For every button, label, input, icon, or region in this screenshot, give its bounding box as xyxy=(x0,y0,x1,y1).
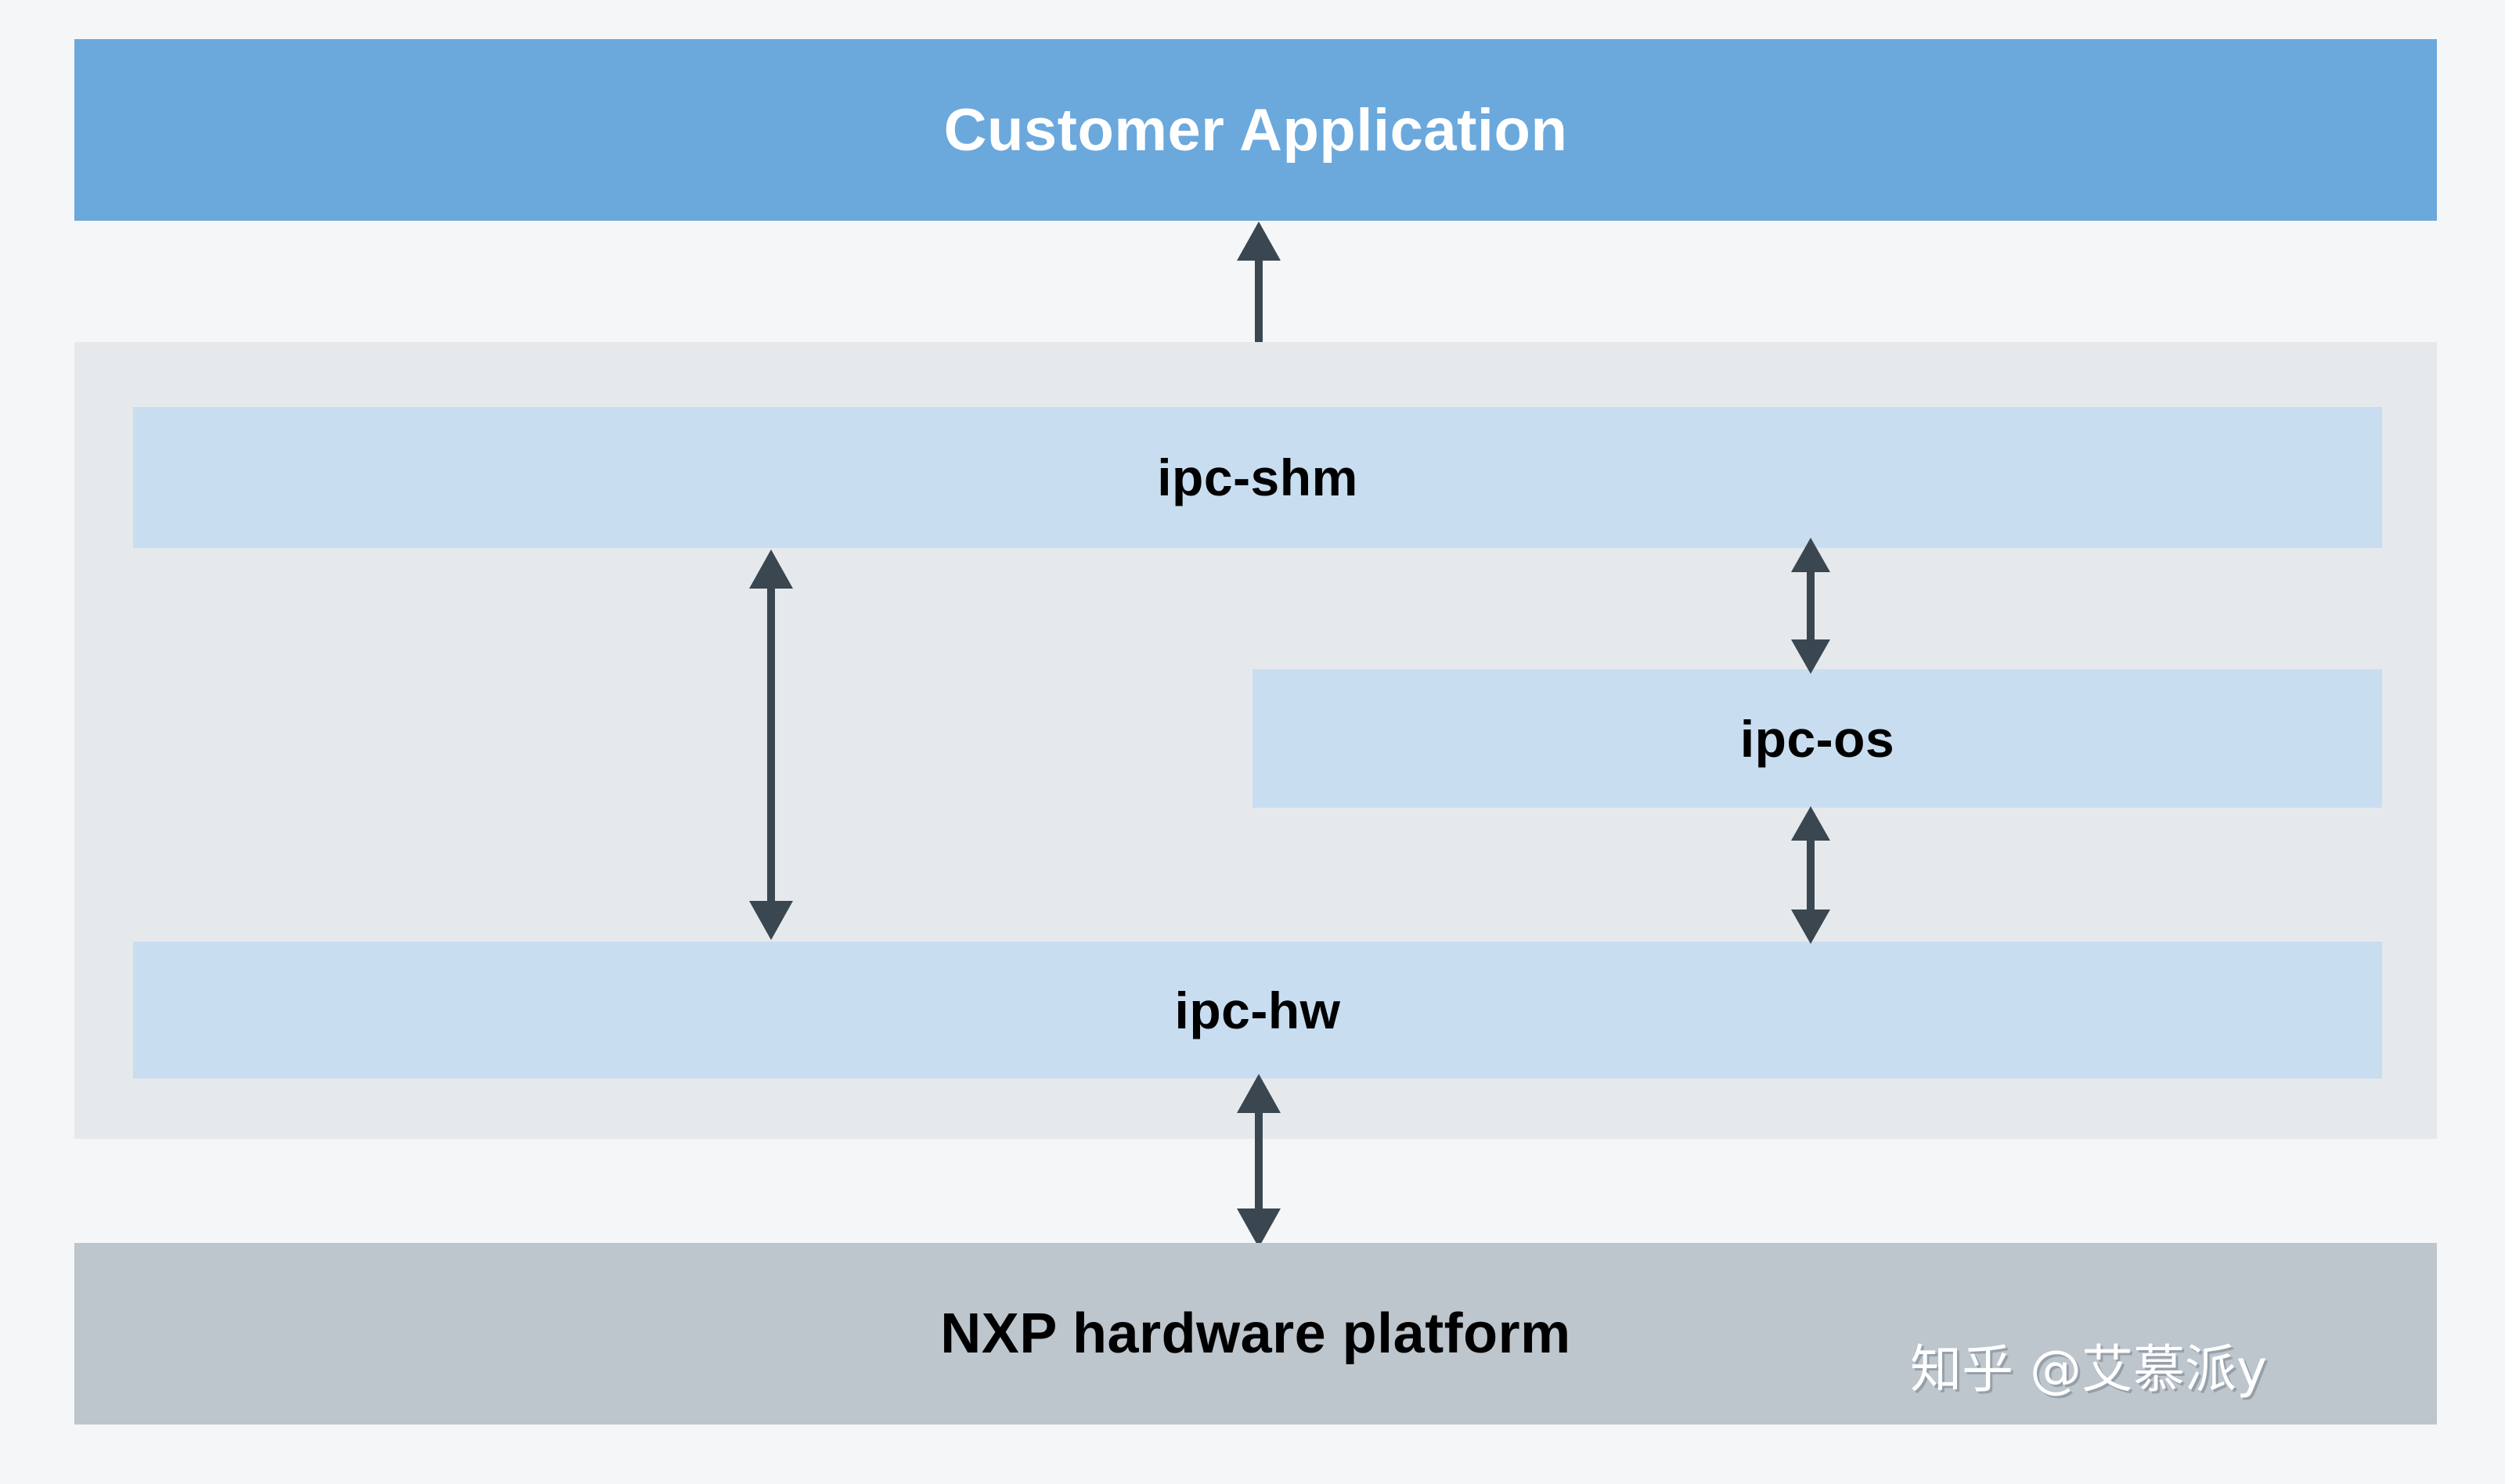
layer-nxp-hardware-platform-label: NXP hardware platform xyxy=(940,1302,1571,1365)
layer-ipc-os-label: ipc-os xyxy=(1739,709,1895,768)
layer-ipc-os: ipc-os xyxy=(1252,669,2382,808)
layer-ipc-middle-panel: ipc-shm ipc-os ipc-hw xyxy=(74,342,2437,1139)
connector-ipc-shm-to-ipc-os xyxy=(1775,536,1846,675)
layer-ipc-shm-label: ipc-shm xyxy=(1157,448,1358,506)
layer-ipc-shm: ipc-shm xyxy=(133,407,2382,548)
layer-nxp-hardware-platform: NXP hardware platform xyxy=(74,1243,2437,1425)
connector-ipc-shm-to-ipc-hw xyxy=(732,548,810,942)
layer-customer-application-label: Customer Application xyxy=(943,96,1568,164)
layer-customer-application: Customer Application xyxy=(74,39,2437,221)
connector-ipc-os-to-ipc-hw xyxy=(1775,805,1846,946)
layer-ipc-hw-label: ipc-hw xyxy=(1174,981,1341,1039)
layer-ipc-hw: ipc-hw xyxy=(133,942,2382,1079)
watermark: 知乎 @艾慕派y xyxy=(1910,1339,2268,1399)
